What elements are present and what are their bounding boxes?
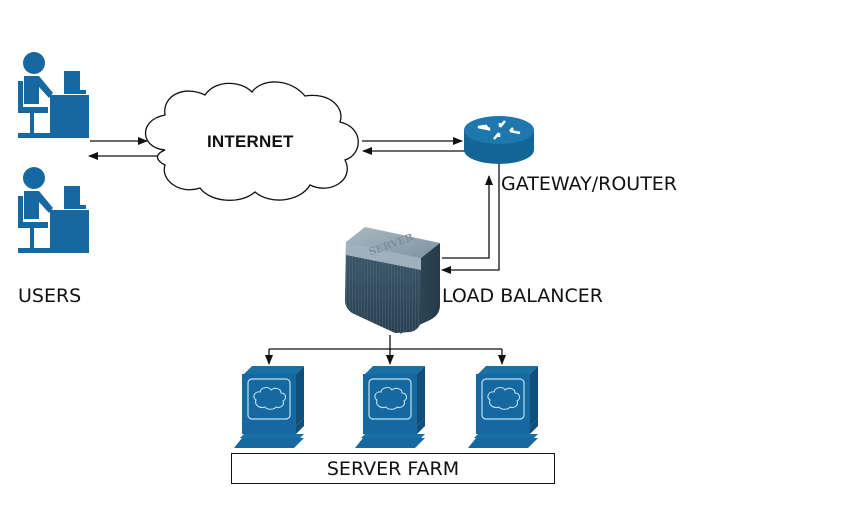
workstation-icon xyxy=(233,365,305,449)
workstation-icon xyxy=(354,365,426,449)
user-at-desk-icon xyxy=(18,52,89,138)
user-at-desk-icon xyxy=(18,167,89,253)
internet-label: INTERNET xyxy=(207,132,294,151)
arrow-lb-to-gateway xyxy=(442,175,493,259)
users-label: USERS xyxy=(18,285,82,307)
server-farm-label: SERVER FARM xyxy=(326,457,460,480)
server-farm-box: SERVER FARM xyxy=(231,453,555,484)
gateway-label: GATEWAY/ROUTER xyxy=(501,173,678,195)
router-icon xyxy=(464,116,534,164)
arrow-gateway-to-lb xyxy=(441,164,500,274)
load-balancer-label: LOAD BALANCER xyxy=(442,285,603,307)
server-box-icon: SERVER xyxy=(345,227,440,334)
workstation-icon xyxy=(467,365,539,449)
cloud-icon xyxy=(145,81,359,201)
